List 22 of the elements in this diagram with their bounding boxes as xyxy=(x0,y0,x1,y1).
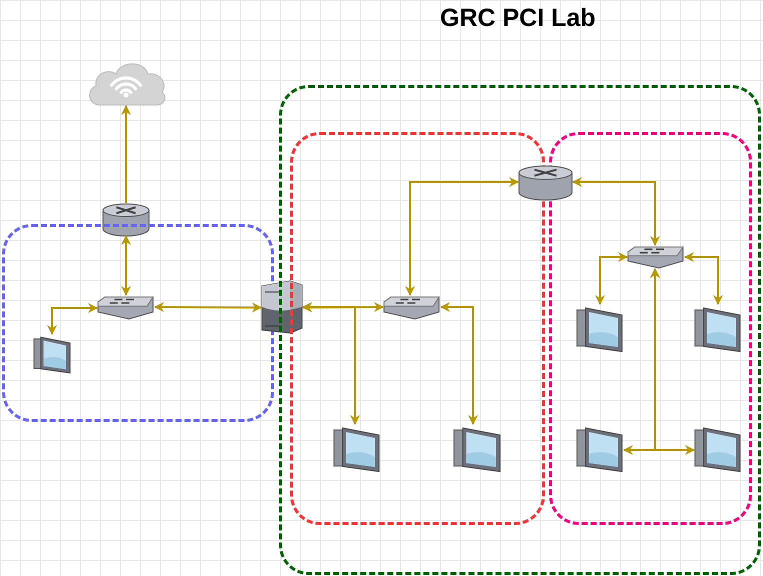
connector-arrow xyxy=(440,302,478,425)
connector-arrow xyxy=(47,303,98,335)
desktop-computer-icon xyxy=(33,334,72,375)
network-zone-boundary xyxy=(549,132,752,525)
connector-arrow xyxy=(121,105,131,203)
connector-arrow xyxy=(302,302,384,312)
router-icon xyxy=(102,203,150,236)
network-switch-icon xyxy=(97,295,155,320)
connector-arrow xyxy=(154,302,262,312)
connector-arrow xyxy=(572,177,660,246)
connector-arrow xyxy=(684,252,723,305)
network-zone-boundary xyxy=(279,85,761,575)
server-icon xyxy=(261,280,303,334)
connector-arrow xyxy=(650,268,695,455)
connector-arrow xyxy=(405,177,519,296)
connector-arrow xyxy=(121,235,131,296)
connector-arrow xyxy=(302,302,360,425)
connector-arrow xyxy=(595,252,628,305)
router-icon xyxy=(518,165,573,200)
network-switch-icon xyxy=(383,295,441,320)
diagram-title: GRC PCI Lab xyxy=(440,4,596,33)
network-switch-icon xyxy=(627,245,685,269)
